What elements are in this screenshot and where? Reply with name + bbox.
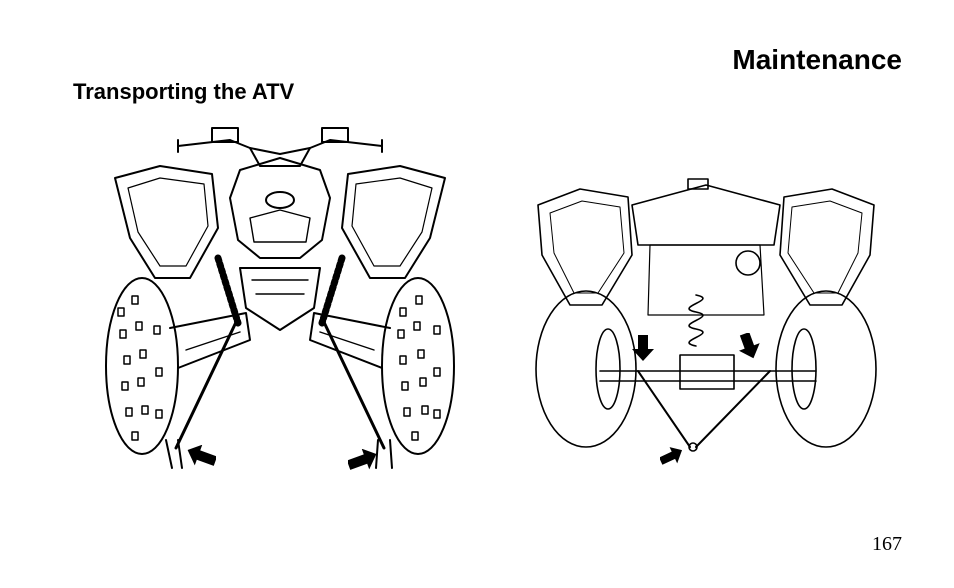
tie-down-arrow-icon [632, 335, 654, 361]
tie-down-arrow-icon [186, 445, 216, 469]
atv-rear-view-illustration [520, 175, 892, 480]
tie-down-arrow-icon [348, 449, 378, 473]
section-title: Maintenance [732, 42, 902, 78]
tie-down-arrow-icon [660, 447, 684, 467]
page-number: 167 [872, 532, 902, 556]
sub-title: Transporting the ATV [73, 78, 294, 106]
tie-down-arrow-icon [738, 333, 760, 359]
atv-front-view-illustration [100, 118, 460, 480]
